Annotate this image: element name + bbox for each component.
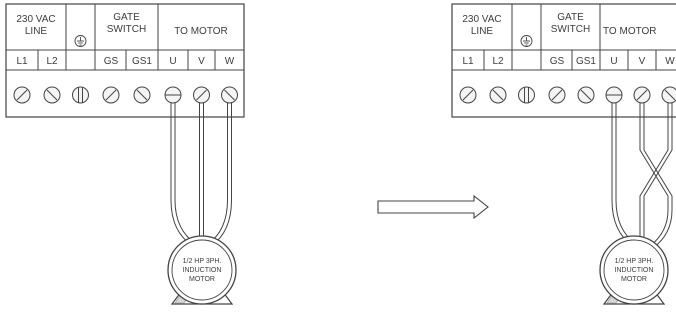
screw-icon: [102, 86, 120, 104]
screw-icon: [133, 86, 151, 104]
terminal-label-u: U: [610, 56, 617, 67]
screw-icon: [193, 86, 210, 104]
terminal-screws: [13, 86, 238, 104]
terminal-label-v: V: [198, 56, 205, 67]
motor-label-3: MOTOR: [189, 276, 215, 283]
induction-motor: 1/2 HP 3PH. INDUCTION MOTOR: [167, 235, 237, 305]
screw-icon: [459, 86, 477, 104]
motor-housing: [167, 235, 237, 305]
gate-header-2: SWITCH: [107, 24, 146, 35]
panel-original-wiring: 230 VAC LINE GATE SWITCH TO MOTOR L1 L2 …: [5, 3, 245, 305]
motor-label-2: INDUCTION: [615, 267, 654, 274]
terminal-label-u: U: [169, 56, 176, 67]
motor-label-1: 1/2 HP 3PH.: [183, 258, 222, 265]
terminal-label-l2: L2: [46, 56, 58, 67]
terminal-label-gs1: GS1: [132, 56, 152, 67]
line-header-1: 230 VAC: [462, 14, 501, 25]
terminal-label-w: W: [225, 56, 235, 67]
ground-icon: [520, 35, 533, 47]
motor-label-2: INDUCTION: [183, 267, 222, 274]
screw-icon: [577, 86, 595, 104]
terminal-label-gs: GS: [104, 56, 119, 67]
gate-header-1: GATE: [557, 12, 584, 23]
ground-icon: [74, 35, 87, 47]
line-header-2: LINE: [471, 26, 494, 37]
gate-header-1: GATE: [113, 12, 140, 23]
motor-housing: [599, 235, 669, 305]
screw-icon: [13, 86, 31, 104]
terminal-label-l1: L1: [462, 56, 474, 67]
screw-icon: [43, 86, 61, 104]
induction-motor: 1/2 HP 3PH. INDUCTION MOTOR: [599, 235, 669, 305]
motor-wires-straight: [170, 103, 232, 247]
terminal-label-w: W: [665, 56, 675, 67]
screw-icon: [661, 86, 676, 104]
ground-screw-icon: [72, 86, 89, 104]
terminal-label-l2: L2: [492, 56, 504, 67]
screw-icon: [633, 86, 651, 104]
right-arrow-icon: [377, 194, 489, 220]
ground-screw-icon: [518, 86, 535, 104]
screw-icon: [548, 86, 566, 104]
panel-swapped-wiring: 230 VAC LINE GATE SWITCH TO MOTOR L1 L2 …: [451, 3, 676, 305]
screw-icon: [221, 86, 238, 104]
line-header-1: 230 VAC: [16, 14, 55, 25]
terminal-label-v: V: [639, 56, 646, 67]
terminal-label-gs: GS: [550, 56, 565, 67]
motor-header: TO MOTOR: [603, 26, 657, 37]
terminal-label-l1: L1: [16, 56, 28, 67]
motor-header: TO MOTOR: [174, 26, 228, 37]
line-header-2: LINE: [25, 26, 48, 37]
gate-header-2: SWITCH: [551, 24, 590, 35]
terminal-label-gs1: GS1: [576, 56, 596, 67]
screw-icon: [164, 86, 182, 104]
motor-label-3: MOTOR: [621, 276, 647, 283]
motor-wires-crossed: [611, 103, 673, 249]
terminal-screws: [459, 86, 676, 104]
motor-label-1: 1/2 HP 3PH.: [615, 258, 654, 265]
screw-icon: [605, 86, 623, 104]
screw-icon: [489, 86, 507, 104]
